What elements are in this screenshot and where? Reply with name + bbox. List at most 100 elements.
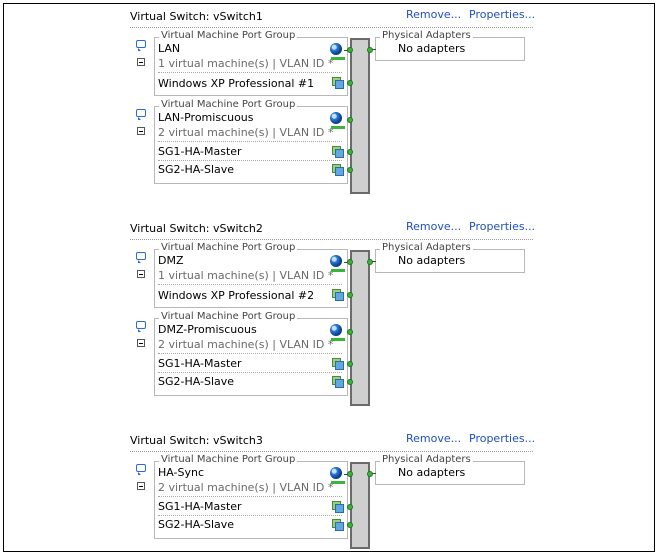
connection-dot <box>347 80 353 86</box>
vm-name[interactable]: SG1-HA-Master <box>158 357 242 370</box>
port-group-legend: Virtual Machine Port Group <box>159 242 298 253</box>
vm-name[interactable]: SG2-HA-Slave <box>158 163 235 176</box>
port-group-name: HA-Sync <box>158 466 205 479</box>
network-status-bar <box>331 126 345 129</box>
virtual-machine-icon <box>332 163 346 177</box>
properties-link[interactable]: Properties... <box>469 432 536 445</box>
collapse-icon[interactable] <box>137 339 145 347</box>
vm-name[interactable]: SG2-HA-Slave <box>158 518 235 531</box>
virtual-machine-icon <box>332 375 346 389</box>
port-group-name: LAN <box>158 42 181 55</box>
virtual-machine-icon <box>332 76 346 90</box>
virtual-machine-icon <box>332 500 346 514</box>
divider <box>158 160 342 161</box>
network-globe-icon <box>330 255 342 267</box>
network-status-bar <box>331 481 345 484</box>
port-group-legend: Virtual Machine Port Group <box>159 311 298 322</box>
virtual-machine-icon <box>332 145 346 159</box>
port-group-lan[interactable]: Virtual Machine Port Group LAN 1 virtual… <box>154 30 348 96</box>
port-group-ha-sync[interactable]: Virtual Machine Port Group HA-Sync 2 vir… <box>154 454 348 539</box>
connection-dot <box>347 471 353 477</box>
physical-adapters-box: Physical Adapters No adapters <box>375 30 525 61</box>
virtual-machine-icon <box>332 518 346 532</box>
vm-name[interactable]: Windows XP Professional #1 <box>158 77 315 90</box>
adapter-connector <box>370 473 376 474</box>
speech-bubble-icon[interactable] <box>136 109 146 120</box>
speech-bubble-icon[interactable] <box>136 252 146 263</box>
port-group-name: DMZ-Promiscuous <box>158 323 257 336</box>
divider <box>158 72 342 73</box>
port-group-meta: 2 virtual machine(s) | VLAN ID * <box>158 126 334 139</box>
physical-adapters-box: Physical Adapters No adapters <box>375 454 525 485</box>
vm-name[interactable]: SG1-HA-Master <box>158 500 242 513</box>
network-globe-icon <box>330 43 342 55</box>
speech-bubble-icon[interactable] <box>136 464 146 475</box>
virtual-machine-icon <box>332 357 346 371</box>
switch-bar <box>350 38 370 194</box>
remove-link[interactable]: Remove... <box>406 8 462 21</box>
physical-adapters-legend: Physical Adapters <box>380 30 473 41</box>
connection-dot <box>347 149 353 155</box>
divider <box>158 515 342 516</box>
remove-link[interactable]: Remove... <box>406 432 462 445</box>
divider <box>130 451 533 452</box>
vm-name[interactable]: SG1-HA-Master <box>158 145 242 158</box>
port-group-legend: Virtual Machine Port Group <box>159 30 298 41</box>
divider <box>158 284 342 285</box>
physical-adapters-text: No adapters <box>398 466 466 479</box>
divider <box>158 496 342 497</box>
network-status-bar <box>331 57 345 60</box>
connection-dot <box>347 292 353 298</box>
port-group-dmz[interactable]: Virtual Machine Port Group DMZ 1 virtual… <box>154 242 348 308</box>
vm-name[interactable]: SG2-HA-Slave <box>158 375 235 388</box>
virtual-machine-icon <box>332 288 346 302</box>
port-group-meta: 2 virtual machine(s) | VLAN ID * <box>158 481 334 494</box>
network-globe-icon <box>330 467 342 479</box>
connection-dot <box>347 361 353 367</box>
connection-dot <box>347 522 353 528</box>
divider <box>158 353 342 354</box>
connection-dot <box>347 329 353 335</box>
properties-link[interactable]: Properties... <box>469 220 536 233</box>
properties-link[interactable]: Properties... <box>469 8 536 21</box>
speech-bubble-icon[interactable] <box>136 321 146 332</box>
physical-adapters-text: No adapters <box>398 42 466 55</box>
collapse-icon[interactable] <box>137 482 145 490</box>
port-group-name: LAN-Promiscuous <box>158 111 254 124</box>
remove-link[interactable]: Remove... <box>406 220 462 233</box>
port-group-lan-promiscuous[interactable]: Virtual Machine Port Group LAN-Promiscuo… <box>154 99 348 184</box>
connection-dot <box>367 47 373 53</box>
connection-dot <box>347 259 353 265</box>
speech-bubble-icon[interactable] <box>136 40 146 51</box>
adapter-connector <box>370 49 376 50</box>
network-globe-icon <box>330 112 342 124</box>
connection-dot <box>367 471 373 477</box>
port-group-legend: Virtual Machine Port Group <box>159 454 298 465</box>
divider <box>130 27 533 28</box>
adapter-connector <box>370 261 376 262</box>
physical-adapters-box: Physical Adapters No adapters <box>375 242 525 273</box>
connection-dot <box>347 117 353 123</box>
connection-dot <box>347 504 353 510</box>
network-status-bar <box>331 269 345 272</box>
vm-name[interactable]: Windows XP Professional #2 <box>158 289 315 302</box>
collapse-icon[interactable] <box>137 58 145 66</box>
port-group-meta: 1 virtual machine(s) | VLAN ID * <box>158 269 334 282</box>
collapse-icon[interactable] <box>137 127 145 135</box>
vswitch-title: Virtual Switch: vSwitch3 <box>130 434 263 447</box>
connection-dot <box>347 379 353 385</box>
port-group-legend: Virtual Machine Port Group <box>159 99 298 110</box>
network-status-bar <box>331 338 345 341</box>
connection-dot <box>347 47 353 53</box>
vswitch-title: Virtual Switch: vSwitch2 <box>130 222 263 235</box>
vswitch-title: Virtual Switch: vSwitch1 <box>130 10 263 23</box>
port-group-meta: 1 virtual machine(s) | VLAN ID * <box>158 57 334 70</box>
physical-adapters-legend: Physical Adapters <box>380 242 473 253</box>
switch-bar <box>350 250 370 406</box>
collapse-icon[interactable] <box>137 270 145 278</box>
port-group-dmz-promiscuous[interactable]: Virtual Machine Port Group DMZ-Promiscuo… <box>154 311 348 396</box>
network-view-frame <box>3 3 655 552</box>
connection-dot <box>347 167 353 173</box>
physical-adapters-text: No adapters <box>398 254 466 267</box>
physical-adapters-legend: Physical Adapters <box>380 454 473 465</box>
